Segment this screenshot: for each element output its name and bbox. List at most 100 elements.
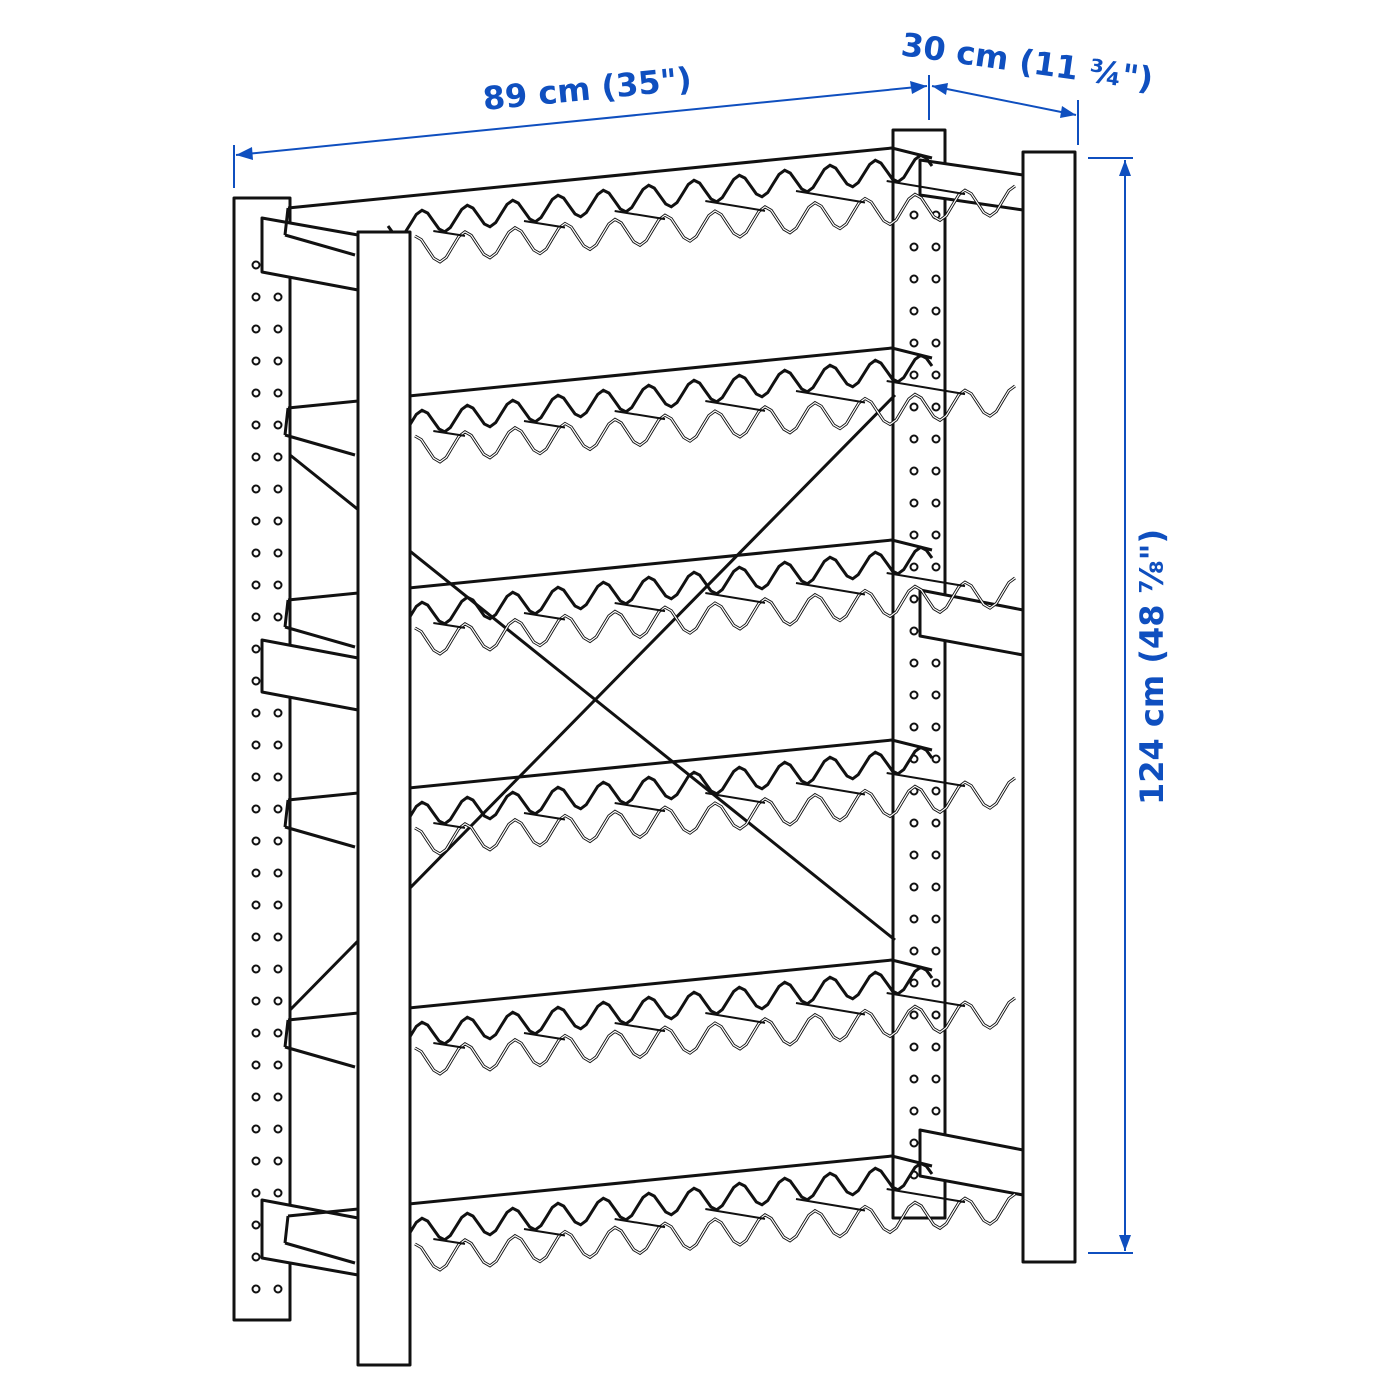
hole <box>273 1028 283 1038</box>
hole <box>931 338 941 348</box>
hole <box>251 420 261 430</box>
hole <box>909 594 919 604</box>
hole <box>273 740 283 750</box>
hole <box>909 978 919 988</box>
hole <box>909 690 919 700</box>
hole <box>931 530 941 540</box>
hole <box>273 388 283 398</box>
hole <box>251 1028 261 1038</box>
hole <box>273 452 283 462</box>
hole <box>251 580 261 590</box>
arrow-icon <box>1060 106 1076 118</box>
hole <box>909 882 919 892</box>
hole <box>251 356 261 366</box>
hole <box>909 498 919 508</box>
hole <box>273 772 283 782</box>
hole <box>909 274 919 284</box>
hole <box>251 740 261 750</box>
hole <box>251 324 261 334</box>
hole <box>251 388 261 398</box>
hole <box>931 914 941 924</box>
hole <box>909 850 919 860</box>
hole <box>931 562 941 572</box>
hole <box>251 1124 261 1134</box>
hole <box>909 530 919 540</box>
hole <box>909 210 919 220</box>
wine-rack-shelf <box>283 346 1016 464</box>
hole <box>273 996 283 1006</box>
width-label: 89 cm (35") <box>481 60 693 118</box>
front-posts <box>356 150 1077 1367</box>
hole <box>931 850 941 860</box>
arrow-icon <box>1119 160 1131 176</box>
hole <box>251 804 261 814</box>
hole <box>273 548 283 558</box>
dimension-lines <box>233 75 1133 1254</box>
hole <box>251 772 261 782</box>
hole <box>909 946 919 956</box>
width-line <box>235 85 928 156</box>
hole <box>931 658 941 668</box>
hole <box>251 1220 261 1230</box>
hole <box>273 292 283 302</box>
hole <box>251 612 261 622</box>
hole <box>273 612 283 622</box>
hole <box>251 836 261 846</box>
wine-rack-shelf <box>283 1154 1016 1272</box>
hole <box>909 914 919 924</box>
hole <box>909 466 919 476</box>
hole <box>251 1188 261 1198</box>
hole <box>931 274 941 284</box>
arrow-icon <box>236 147 253 160</box>
hole <box>273 964 283 974</box>
wine-rack-shelf <box>283 958 1016 1076</box>
front-left-post <box>356 230 412 1367</box>
hole <box>251 292 261 302</box>
hole <box>251 548 261 558</box>
hole <box>273 1060 283 1070</box>
wine-racks <box>283 146 1016 1272</box>
hole <box>251 1092 261 1102</box>
arrow-icon <box>910 81 927 94</box>
hole <box>931 466 941 476</box>
wine-rack-shelf <box>283 738 1016 856</box>
hole <box>251 644 261 654</box>
hole <box>909 722 919 732</box>
hole <box>909 658 919 668</box>
hole <box>931 882 941 892</box>
hole <box>909 370 919 380</box>
hole <box>273 708 283 718</box>
hole <box>909 402 919 412</box>
hole <box>251 1284 261 1294</box>
hole <box>273 1124 283 1134</box>
hole <box>273 580 283 590</box>
hole <box>273 484 283 494</box>
hole <box>251 868 261 878</box>
hole <box>273 516 283 526</box>
hole <box>273 836 283 846</box>
hole <box>909 562 919 572</box>
hole <box>931 1010 941 1020</box>
hole <box>931 1074 941 1084</box>
hole <box>251 452 261 462</box>
hole <box>931 306 941 316</box>
hole <box>909 818 919 828</box>
hole <box>931 434 941 444</box>
hole <box>273 932 283 942</box>
hole <box>931 722 941 732</box>
hole <box>909 306 919 316</box>
hole <box>251 676 261 686</box>
hole <box>273 804 283 814</box>
hole <box>251 900 261 910</box>
arrow-icon <box>1119 1235 1131 1251</box>
hole <box>931 242 941 252</box>
hole <box>273 868 283 878</box>
hole <box>909 1138 919 1148</box>
hole <box>909 434 919 444</box>
hole <box>273 1156 283 1166</box>
back-right-post <box>891 128 947 1220</box>
hole <box>251 932 261 942</box>
hole <box>909 1106 919 1116</box>
hole <box>909 338 919 348</box>
